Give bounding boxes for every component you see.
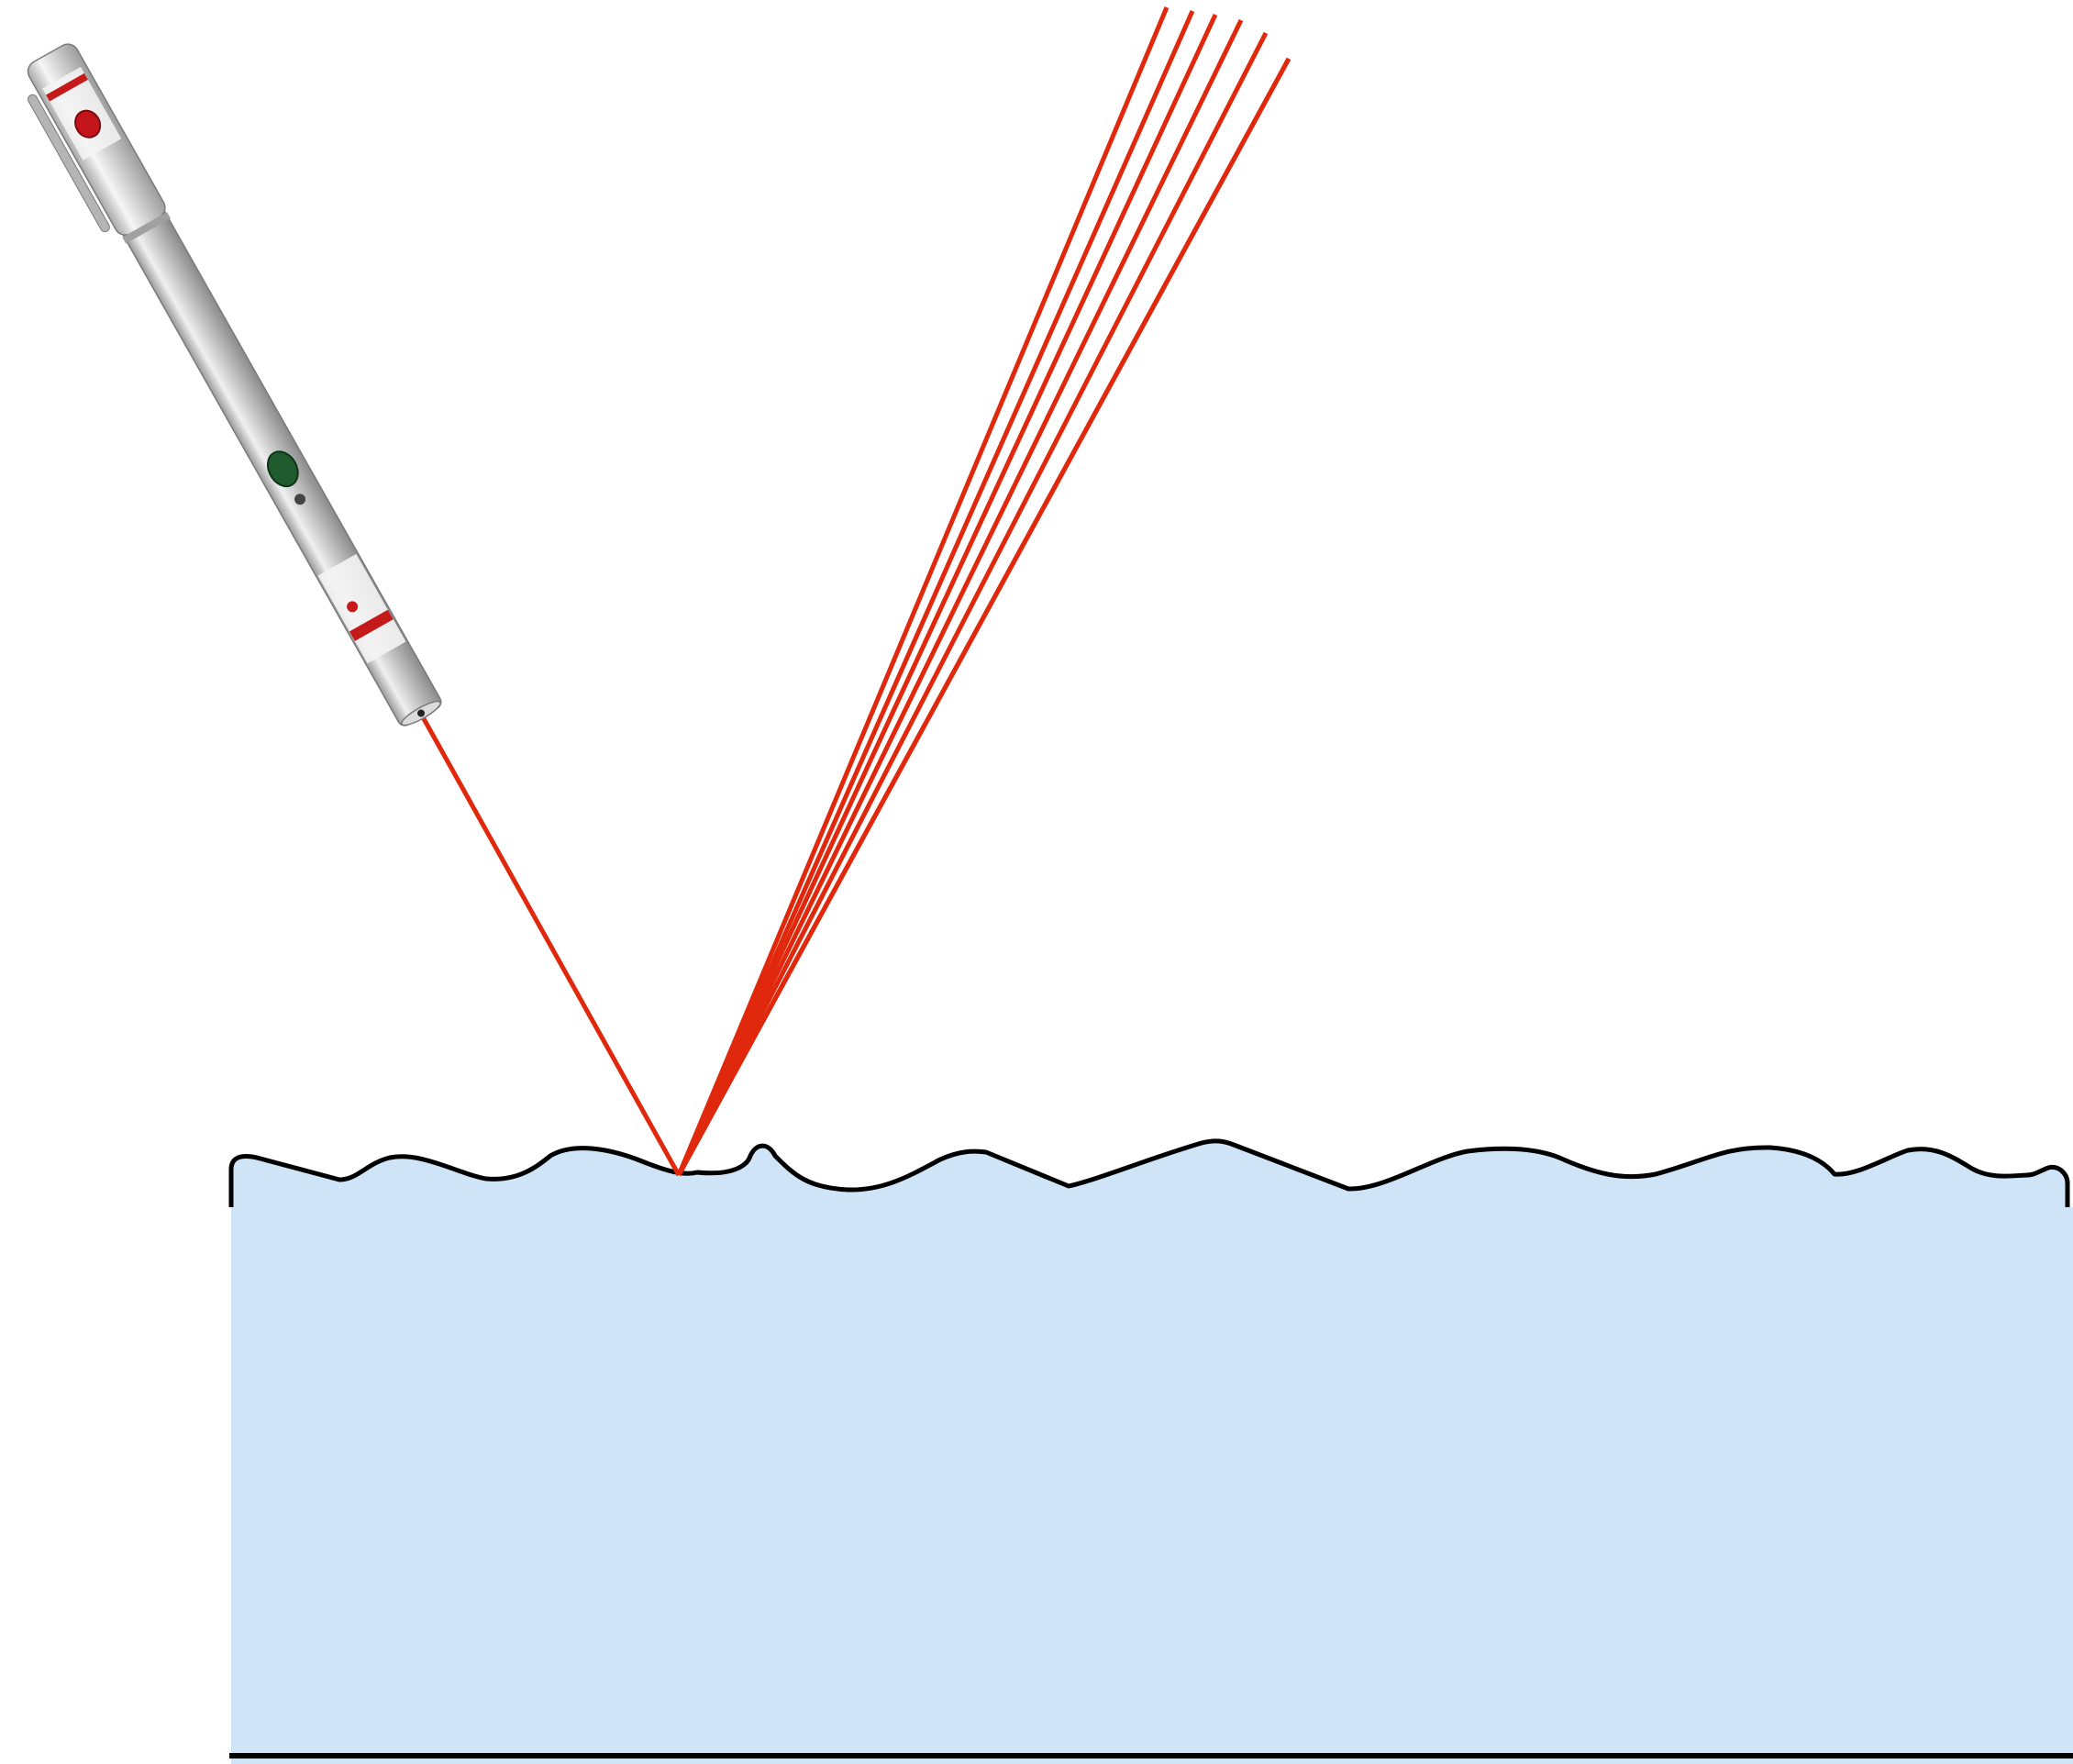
reflected-rays [679,7,1289,1175]
reflected-ray [679,20,1241,1175]
reflected-ray [679,33,1266,1175]
reflected-ray [679,7,1167,1175]
pointer-warning-label [318,554,406,663]
reflected-ray [679,15,1215,1175]
water-fill [231,1141,2073,1764]
reflected-ray [679,11,1192,1175]
reflected-ray [679,59,1289,1175]
laser-pointer-icon [13,40,448,738]
water-body [229,1141,2073,1764]
incident-laser-beam [422,716,679,1175]
